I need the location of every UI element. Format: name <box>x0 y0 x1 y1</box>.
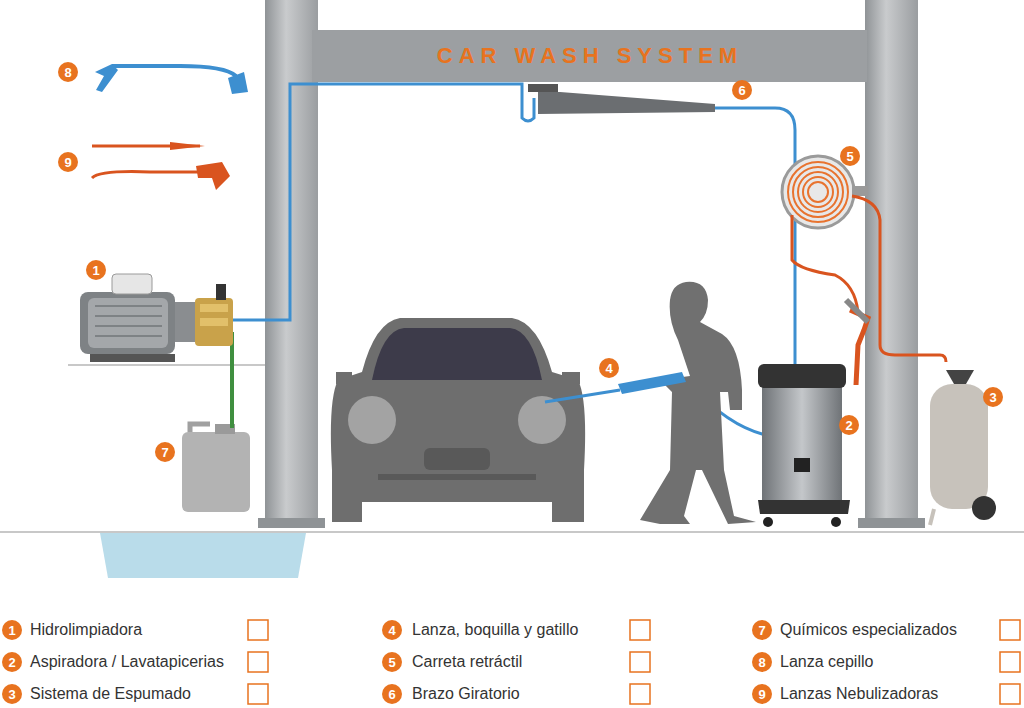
callout-number: 6 <box>732 80 752 100</box>
callout-number: 5 <box>382 652 402 672</box>
part-name: Lanza, boquilla y gatillo <box>412 620 578 640</box>
tank-wheel <box>972 496 996 520</box>
motor-body <box>88 298 168 348</box>
lance <box>545 390 620 402</box>
washer-base <box>90 354 175 362</box>
part-name: Brazo Giratorio <box>412 684 520 704</box>
pump-detail <box>200 318 228 326</box>
pump-detail <box>200 304 228 312</box>
diagram-title: CAR WASH SYSTEM <box>437 43 743 69</box>
vacuum-switch <box>794 458 810 472</box>
foam-gun-head <box>846 300 868 322</box>
pressure-hose <box>233 84 534 320</box>
foam-hose <box>852 196 946 362</box>
shelf <box>68 364 266 366</box>
callout-number: 3 <box>983 387 1003 407</box>
motor <box>80 292 175 354</box>
callout-number: 7 <box>155 442 175 462</box>
callout-number: 4 <box>382 620 402 640</box>
part-name: Hidrolimpiadora <box>30 620 142 640</box>
vacuum-base <box>758 500 850 514</box>
brush-lance <box>112 66 236 76</box>
callout-number: 2 <box>839 415 859 435</box>
vacuum-body <box>762 372 842 510</box>
brass-pump <box>195 298 233 346</box>
right-pillar <box>865 0 918 520</box>
reel-coils <box>788 162 848 222</box>
reel-mount <box>852 186 868 196</box>
lance-grip <box>618 372 686 394</box>
pillar-base <box>258 518 325 528</box>
suction-hose <box>230 332 234 428</box>
callout-number: 1 <box>86 260 106 280</box>
water-pit <box>100 533 306 578</box>
coupling <box>175 302 195 342</box>
callout-number: 1 <box>2 620 22 640</box>
callout-number: 5 <box>840 146 860 166</box>
brush-gun <box>95 64 118 92</box>
beam <box>312 30 867 82</box>
motor-box <box>112 274 152 294</box>
mist-gun <box>196 162 230 190</box>
chemical-canister <box>182 432 250 512</box>
callout-number: 8 <box>58 62 78 82</box>
callout-number: 9 <box>58 152 78 172</box>
tank-leg <box>930 509 934 525</box>
foam-tank <box>930 384 988 509</box>
rotating-arm <box>538 92 715 114</box>
pillar-base <box>858 518 925 528</box>
callout-number: 8 <box>752 652 772 672</box>
worker-silhouette <box>640 282 756 524</box>
pump-valve <box>216 284 226 300</box>
reel-hose <box>792 215 858 312</box>
part-name: Sistema de Espumado <box>30 684 191 704</box>
car <box>331 318 585 522</box>
part-name: Químicos especializados <box>780 620 957 640</box>
motor-fins <box>95 306 162 336</box>
floor-line <box>0 531 1024 533</box>
callout-number: 2 <box>2 652 22 672</box>
tank-funnel <box>946 370 974 384</box>
part-name: Lanza cepillo <box>780 652 873 672</box>
arm-mount <box>528 84 558 92</box>
part-name: Lanzas Nebulizadoras <box>780 684 938 704</box>
part-name: Carreta retráctil <box>412 652 522 672</box>
callout-number: 7 <box>752 620 772 640</box>
callout-number: 3 <box>2 684 22 704</box>
callout-number: 9 <box>752 684 772 704</box>
canister-handle <box>190 424 210 432</box>
callout-number: 6 <box>382 684 402 704</box>
part-name: Aspiradora / Lavatapicerias <box>30 652 224 672</box>
vacuum-lid <box>758 364 846 388</box>
mist-lance <box>92 172 200 178</box>
checkbox <box>248 620 1020 704</box>
brush-head <box>228 72 248 94</box>
callout-number: 4 <box>599 358 619 378</box>
